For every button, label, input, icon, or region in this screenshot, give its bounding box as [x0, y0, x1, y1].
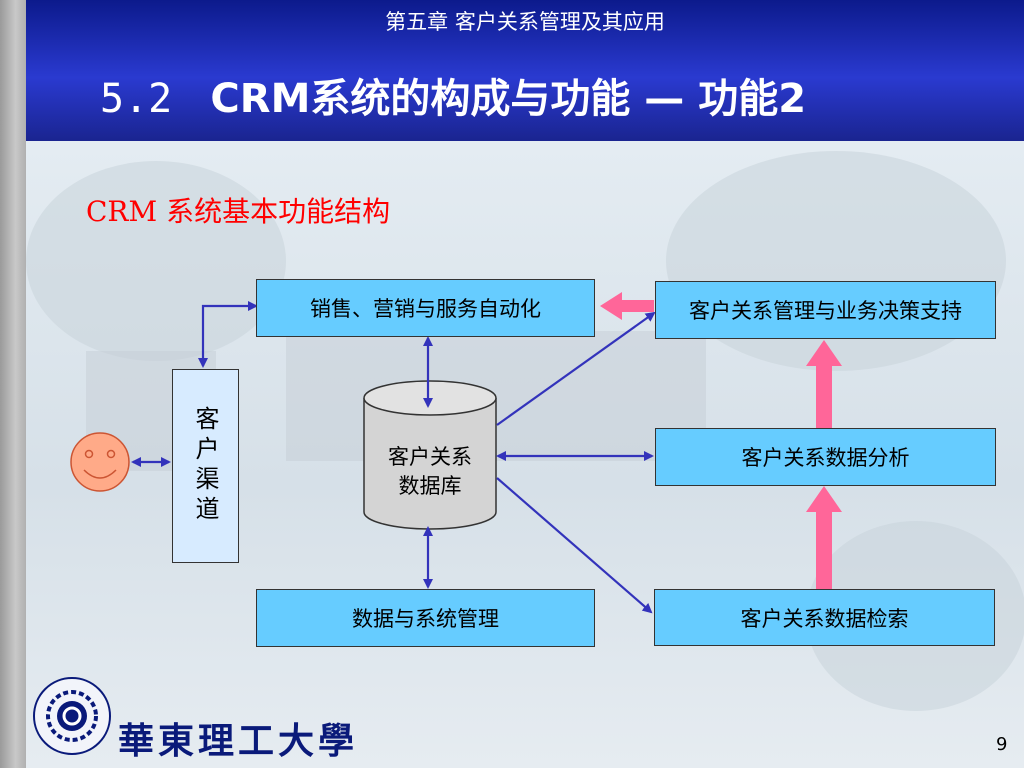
arrow-database-decision — [496, 311, 656, 426]
slide-title: 5.2 CRM系统的构成与功能 — 功能2 — [100, 66, 806, 124]
left-edge-bar — [0, 0, 26, 768]
page-number: 9 — [996, 734, 1008, 755]
arrow-channel-sales — [198, 301, 258, 368]
node-decision-support: 客户关系管理与业务决策支持 — [655, 281, 996, 339]
connector-arrows — [131, 301, 656, 614]
slide-header: 第五章 客户关系管理及其应用 5.2 CRM系统的构成与功能 — 功能2 — [26, 0, 1024, 141]
section-number: 5.2 — [100, 76, 173, 122]
section-title: CRM系统的构成与功能 — 功能2 — [210, 76, 807, 122]
university-seal-icon — [33, 677, 111, 755]
customer-smiley-icon — [70, 432, 130, 492]
node-customer-channel: 客户渠道 — [172, 369, 239, 563]
node-system-management: 数据与系统管理 — [256, 589, 595, 647]
node-database-label: 客户关系 数据库 — [365, 443, 495, 501]
arrow-analysis-to-decision — [806, 340, 842, 428]
arrow-retrieval-to-analysis — [806, 486, 842, 589]
node-data-analysis: 客户关系数据分析 — [655, 428, 996, 486]
node-sales-automation: 销售、营销与服务自动化 — [256, 279, 595, 337]
node-customer-channel-label: 客户渠道 — [191, 406, 219, 526]
arrow-database-retrieval — [496, 477, 653, 614]
diagram-subtitle: CRM 系统基本功能结构 — [86, 195, 391, 228]
university-logo-text: 華東理工大學 — [118, 720, 359, 762]
node-data-retrieval: 客户关系数据检索 — [654, 589, 995, 646]
chapter-title: 第五章 客户关系管理及其应用 — [385, 10, 665, 34]
flow-arrows — [600, 292, 842, 589]
arrow-decision-to-sales — [600, 292, 654, 320]
database-label-line2: 数据库 — [398, 474, 462, 498]
database-label-line1: 客户关系 — [388, 445, 472, 469]
